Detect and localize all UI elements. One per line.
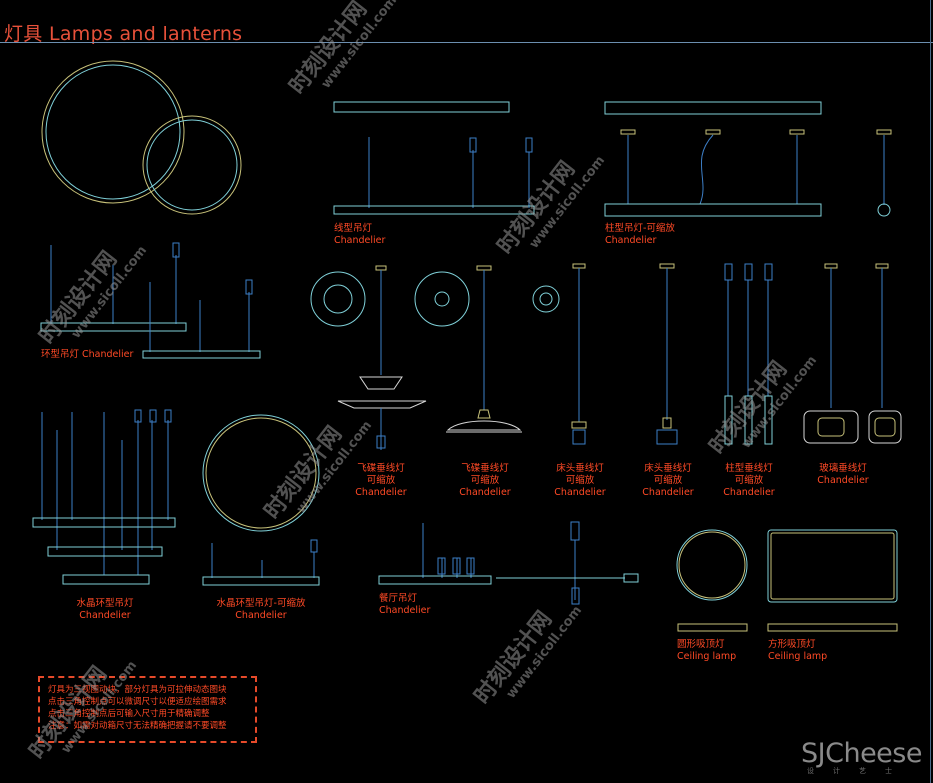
- note-line: 点击三角控制点可以微调尺寸以便适应绘图需求: [48, 697, 227, 707]
- title-divider: [0, 42, 933, 43]
- crystal-ring-chandelier-2: [202, 539, 320, 586]
- ufo-pendant-1: [337, 265, 427, 450]
- label-ring-chandelier: 环型吊灯 Chandelier: [41, 349, 134, 360]
- column-chandelier: [604, 101, 892, 217]
- glass-pendants: [803, 263, 902, 444]
- bedside-pendant-1: [571, 263, 587, 445]
- ring-chandelier-top-view: [41, 60, 242, 215]
- note-line: 灯具为三视图动块，部分灯具为可拉伸动态图块: [48, 685, 227, 695]
- brand-logo: SJCheese: [801, 738, 922, 769]
- brand-subtitle: 设计艺士: [807, 767, 911, 775]
- crystal-ring-top-view: [202, 414, 320, 532]
- ufo-pendant-2: [446, 265, 522, 433]
- linear-chandelier: [333, 101, 535, 215]
- crystal-ring-chandelier: [32, 409, 176, 585]
- column-pendants: [724, 263, 773, 445]
- frame-border: [930, 0, 931, 783]
- dining-chandelier: [378, 521, 639, 605]
- page-title: 灯具 Lamps and lanterns: [4, 23, 243, 45]
- ring-chandelier-elevation: [40, 242, 261, 359]
- note-line: 注意：如需对动箱尺寸无法精确把握请不要调整: [48, 721, 227, 731]
- note-line: 点击三角控制点后可输入尺寸用于精确调整: [48, 709, 210, 719]
- ceiling-lamps: [676, 529, 898, 632]
- bedside-pendant-2: [656, 263, 678, 445]
- usage-note-box: 灯具为三视图动块，部分灯具为可拉伸动态图块 点击三角控制点可以微调尺寸以便适应绘…: [38, 676, 257, 743]
- ufo-top-views: [310, 271, 560, 327]
